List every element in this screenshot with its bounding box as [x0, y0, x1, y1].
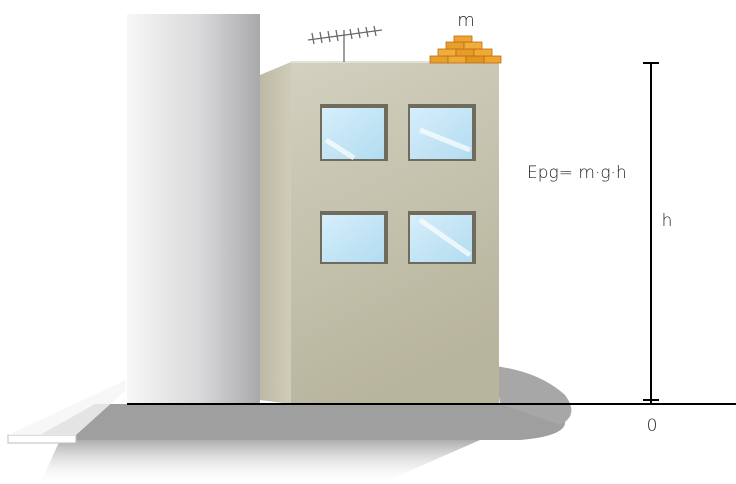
formula-label: Epg= m·g·h [527, 163, 627, 183]
window [320, 211, 388, 264]
brick-pile-icon [430, 36, 501, 63]
tall-tower [127, 14, 260, 404]
tv-antenna-icon [308, 26, 382, 62]
window [320, 104, 388, 161]
height-axis [643, 63, 659, 404]
window [408, 104, 476, 161]
window [408, 211, 476, 264]
height-label: h [662, 211, 673, 231]
building-side-wall [260, 62, 291, 404]
zero-label: 0 [647, 416, 658, 436]
mass-label: m [457, 10, 475, 31]
